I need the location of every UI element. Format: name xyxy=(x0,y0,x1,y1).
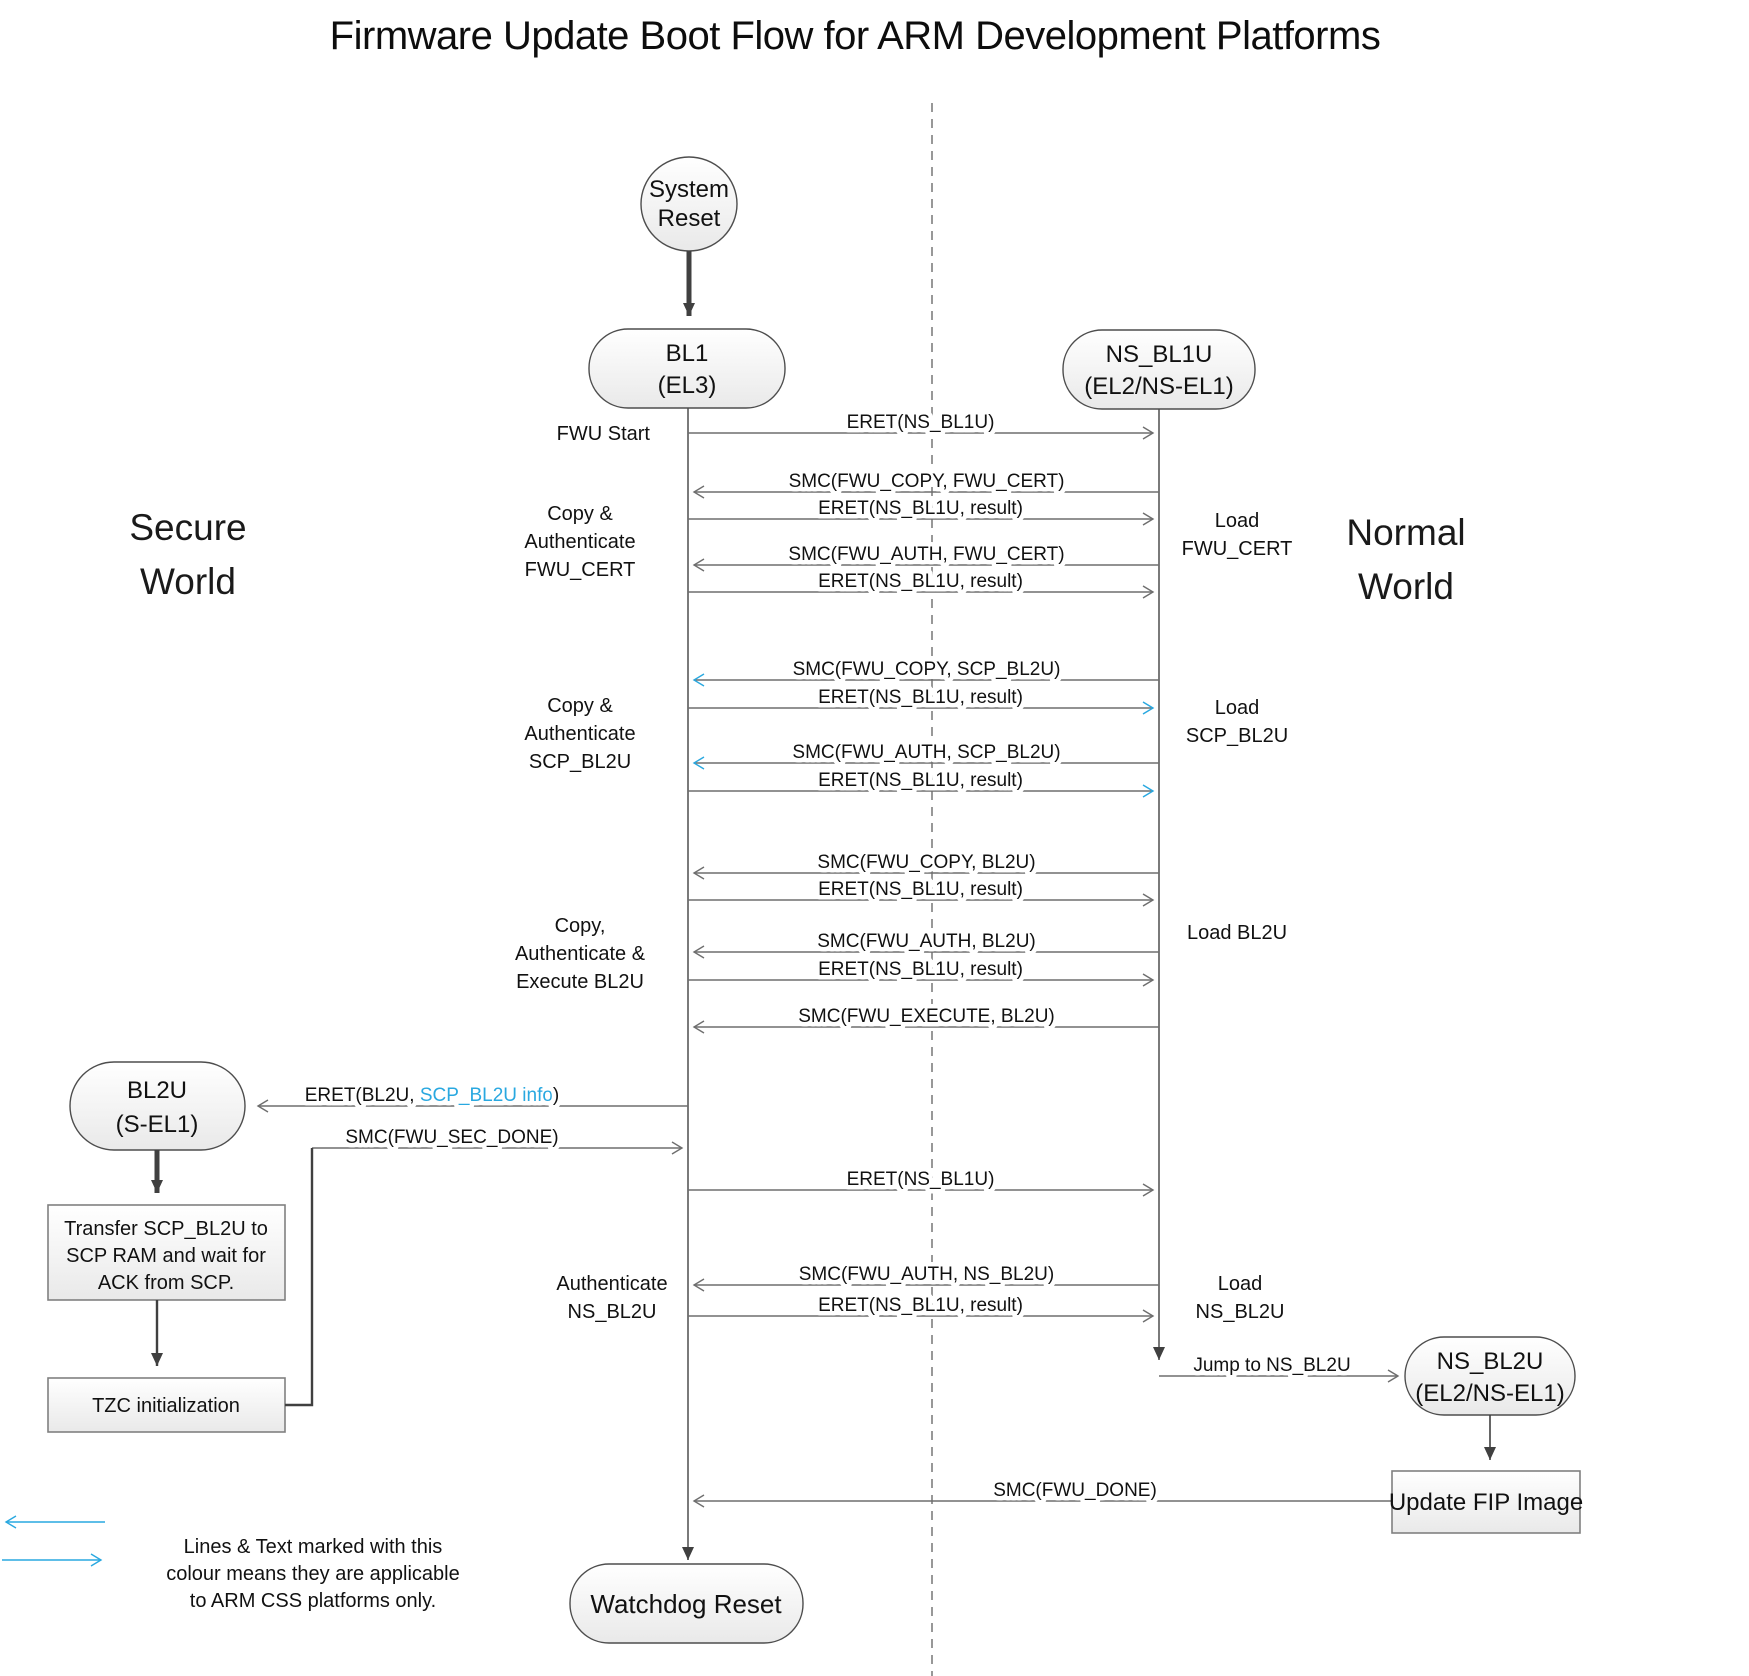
message-label: SMC(FWU_AUTH, NS_BL2U) xyxy=(799,1264,1054,1285)
load-fwu-cert-label-line2: FWU_CERT xyxy=(1182,538,1293,560)
message-label: SMC(FWU_AUTH, BL2U) xyxy=(817,931,1036,952)
copy-auth-fwu-cert-label-line2: Authenticate xyxy=(524,531,635,553)
message-label: ERET(NS_BL1U, result) xyxy=(818,498,1023,519)
copy-auth-scp-bl2u-label: Copy & xyxy=(547,695,613,717)
message-smc-fwu-sec-done: SMC(FWU_SEC_DONE) xyxy=(312,1123,684,1155)
sequence-messages: ERET(NS_BL1U) SMC(FWU_COPY, FWU_CERT) ERET… xyxy=(312,408,1400,1508)
message-label: ERET(NS_BL1U, result) xyxy=(818,879,1023,900)
bl2u-label-line2: (S-EL1) xyxy=(116,1111,199,1138)
message-smc-fwu-done: SMC(FWU_DONE) xyxy=(692,1476,1392,1508)
copy-auth-fwu-cert-label: Copy & xyxy=(547,503,613,525)
message-eret-ns-bl1u-result-7: ERET(NS_BL1U, result) xyxy=(688,1291,1155,1323)
system-reset-label: System xyxy=(649,176,729,203)
copy-auth-fwu-cert-label-line3: FWU_CERT xyxy=(525,559,636,581)
ns-bl2u-label-line2: (EL2/NS-EL1) xyxy=(1415,1380,1564,1407)
auth-ns-bl2u-label-line2: NS_BL2U xyxy=(568,1301,657,1323)
message-label: ERET(NS_BL1U, result) xyxy=(818,571,1023,592)
message-smc-fwu-copy-fwu-cert: SMC(FWU_COPY, FWU_CERT) xyxy=(692,467,1159,499)
ns-bl2u-label: NS_BL2U xyxy=(1437,1348,1544,1375)
tzc-init-label: TZC initialization xyxy=(92,1395,240,1417)
normal-world-label-line2: World xyxy=(1358,566,1454,607)
message-label: SMC(FWU_COPY, BL2U) xyxy=(817,852,1035,873)
system-reset-node: System Reset xyxy=(640,156,738,252)
legend-text-line3: to ARM CSS platforms only. xyxy=(190,1590,436,1612)
copy-auth-exec-bl2u-label: Copy, xyxy=(555,915,606,937)
message-smc-fwu-auth-ns-bl2u: SMC(FWU_AUTH, NS_BL2U) xyxy=(692,1260,1159,1292)
message-smc-fwu-auth-fwu-cert: SMC(FWU_AUTH, FWU_CERT) xyxy=(692,540,1159,572)
message-label: ERET(NS_BL1U, result) xyxy=(818,770,1023,791)
message-smc-fwu-execute-bl2u: SMC(FWU_EXECUTE, BL2U) xyxy=(692,1002,1159,1034)
message-label: Jump to NS_BL2U xyxy=(1193,1355,1350,1376)
message-label: ERET(NS_BL1U) xyxy=(847,1169,995,1190)
copy-auth-exec-bl2u-label-line2: Authenticate & xyxy=(515,943,646,965)
message-smc-fwu-auth-bl2u: SMC(FWU_AUTH, BL2U) xyxy=(692,927,1159,959)
message-eret-ns-bl1u-result-3: ERET(NS_BL1U, result) xyxy=(688,683,1155,715)
message-label: SMC(FWU_DONE) xyxy=(993,1480,1157,1501)
message-smc-fwu-copy-scp-bl2u: SMC(FWU_COPY, SCP_BL2U) xyxy=(692,655,1159,687)
tzc-init-node: TZC initialization xyxy=(47,1377,286,1433)
transfer-scp-node: Transfer SCP_BL2U to SCP RAM and wait fo… xyxy=(47,1204,286,1301)
auth-ns-bl2u-label: Authenticate xyxy=(556,1273,667,1295)
message-smc-fwu-copy-bl2u: SMC(FWU_COPY, BL2U) xyxy=(692,848,1159,880)
load-bl2u-label: Load BL2U xyxy=(1187,922,1287,944)
watchdog-reset-node: Watchdog Reset xyxy=(569,1563,804,1644)
watchdog-reset-label: Watchdog Reset xyxy=(590,1589,782,1619)
legend-text-line2: colour means they are applicable xyxy=(166,1563,460,1585)
ns-bl1u-label-line2: (EL2/NS-EL1) xyxy=(1084,373,1233,400)
bl1-node: BL1 (EL3) xyxy=(588,328,786,409)
message-eret-ns-bl1u-result-2: ERET(NS_BL1U, result) xyxy=(688,567,1155,599)
message-eret-ns-bl1u-2: ERET(NS_BL1U) xyxy=(688,1165,1155,1197)
bl2u-node: BL2U (S-EL1) xyxy=(69,1061,246,1151)
message-label: SMC(FWU_AUTH, FWU_CERT) xyxy=(788,544,1064,565)
secure-world-label: Secure xyxy=(129,507,246,548)
load-ns-bl2u-label: Load xyxy=(1218,1273,1263,1295)
copy-auth-scp-bl2u-label-line2: Authenticate xyxy=(524,723,635,745)
copy-auth-exec-bl2u-label-line3: Execute BL2U xyxy=(516,971,644,993)
fwu-start-label: FWU Start xyxy=(557,423,651,445)
load-ns-bl2u-label-line2: NS_BL2U xyxy=(1196,1301,1285,1323)
transfer-scp-label-line3: ACK from SCP. xyxy=(98,1272,234,1294)
message-label: ERET(NS_BL1U, result) xyxy=(818,687,1023,708)
load-scp-bl2u-label-line2: SCP_BL2U xyxy=(1186,725,1288,747)
message-eret-ns-bl1u: ERET(NS_BL1U) xyxy=(688,408,1155,440)
update-fip-label: Update FIP Image xyxy=(1389,1489,1583,1516)
load-fwu-cert-label: Load xyxy=(1215,510,1260,532)
message-jump-to-ns-bl2u: Jump to NS_BL2U xyxy=(1159,1351,1400,1383)
update-fip-node: Update FIP Image xyxy=(1389,1470,1583,1534)
message-eret-ns-bl1u-result-6: ERET(NS_BL1U, result) xyxy=(688,955,1155,987)
ns-bl2u-node: NS_BL2U (EL2/NS-EL1) xyxy=(1404,1336,1576,1416)
message-eret-bl2u: ERET(BL2U, SCP_BL2U info) xyxy=(256,1081,688,1113)
ns-bl1u-label: NS_BL1U xyxy=(1106,341,1213,368)
transfer-scp-label-line2: SCP RAM and wait for xyxy=(66,1245,266,1267)
message-smc-fwu-auth-scp-bl2u: SMC(FWU_AUTH, SCP_BL2U) xyxy=(692,738,1159,770)
bl2u-label: BL2U xyxy=(127,1077,187,1104)
secure-world-label-line2: World xyxy=(140,561,236,602)
legend-text: Lines & Text marked with this xyxy=(184,1536,443,1558)
message-label: SMC(FWU_COPY, SCP_BL2U) xyxy=(793,659,1061,680)
normal-world-label: Normal xyxy=(1346,512,1465,553)
eret-bl2u-label: ERET(BL2U, SCP_BL2U info) xyxy=(305,1085,560,1106)
tzc-to-sec-done-connector xyxy=(285,1148,314,1407)
message-label: ERET(NS_BL1U, result) xyxy=(818,959,1023,980)
message-eret-ns-bl1u-result-1: ERET(NS_BL1U, result) xyxy=(688,494,1155,526)
system-reset-label-line2: Reset xyxy=(658,205,721,232)
message-label: ERET(NS_BL1U) xyxy=(847,412,995,433)
message-eret-ns-bl1u-result-4: ERET(NS_BL1U, result) xyxy=(688,766,1155,798)
copy-auth-scp-bl2u-label-line3: SCP_BL2U xyxy=(529,751,631,773)
page-title: Firmware Update Boot Flow for ARM Develo… xyxy=(330,14,1381,58)
transfer-scp-label: Transfer SCP_BL2U to xyxy=(64,1218,268,1240)
load-scp-bl2u-label: Load xyxy=(1215,697,1260,719)
message-label: SMC(FWU_COPY, FWU_CERT) xyxy=(789,471,1065,492)
bl1-label: BL1 xyxy=(666,340,709,367)
message-label: ERET(NS_BL1U, result) xyxy=(818,1295,1023,1316)
message-label: SMC(FWU_EXECUTE, BL2U) xyxy=(798,1006,1055,1027)
legend: Lines & Text marked with this colour mea… xyxy=(2,1515,460,1612)
bl1-label-line2: (EL3) xyxy=(658,372,717,399)
message-label: SMC(FWU_AUTH, SCP_BL2U) xyxy=(792,742,1060,763)
ns-bl1u-node: NS_BL1U (EL2/NS-EL1) xyxy=(1062,329,1256,410)
message-eret-ns-bl1u-result-5: ERET(NS_BL1U, result) xyxy=(688,875,1155,907)
message-label: SMC(FWU_SEC_DONE) xyxy=(345,1127,558,1148)
